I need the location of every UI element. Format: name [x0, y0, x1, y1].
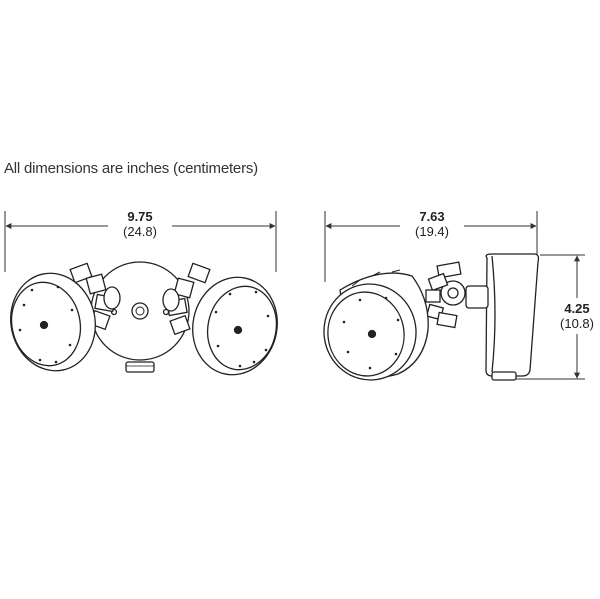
side-knuckle [425, 261, 489, 329]
front-view-fixture [10, 261, 278, 376]
side-depth-cm: (19.4) [415, 224, 449, 239]
front-width-dimension [4, 211, 277, 272]
units-note: All dimensions are inches (centimeters) [4, 160, 258, 177]
front-width-cm: (24.8) [123, 224, 157, 239]
side-height-cm: (10.8) [560, 316, 594, 331]
side-height-label: 4.25 (10.8) [552, 301, 600, 331]
right-lamp-head [192, 276, 278, 376]
junction-box-foot [125, 361, 155, 373]
side-view-fixture [323, 253, 540, 381]
side-lamp-head [323, 269, 429, 381]
right-knuckle [162, 262, 211, 336]
side-height-inches: 4.25 [564, 301, 590, 316]
side-depth-inches: 7.63 [419, 209, 445, 224]
wall-box-side [485, 253, 540, 381]
front-width-label: 9.75 (24.8) [110, 209, 170, 239]
left-lamp-head [10, 272, 96, 372]
side-depth-dimension [324, 211, 538, 282]
side-depth-label: 7.63 (19.4) [402, 209, 462, 239]
front-width-inches: 9.75 [127, 209, 153, 224]
side-height-dimension [515, 254, 585, 380]
